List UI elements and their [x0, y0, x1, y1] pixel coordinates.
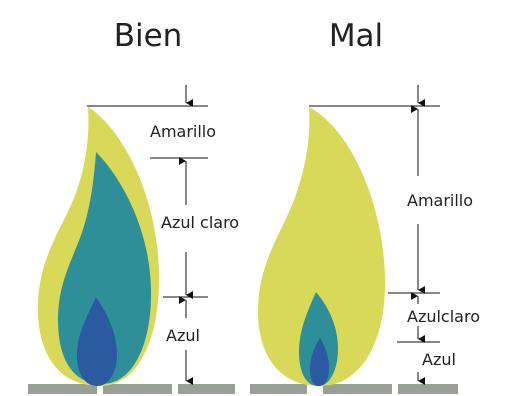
bad-dimensions [309, 85, 440, 385]
good-yellow-label: Amarillo [150, 122, 216, 141]
burner-segment [398, 384, 458, 394]
burner-base [28, 384, 458, 394]
bad-yellow-label: Amarillo [407, 191, 473, 210]
bad-light-blue-label: Azulclaro [407, 307, 480, 326]
burner-segment [323, 384, 392, 394]
good-dimensions [87, 85, 208, 385]
burner-segment [250, 384, 307, 394]
burner-segment [178, 384, 235, 394]
bad-flame-yellow-layer [257, 107, 386, 386]
good-heading: Bien [114, 18, 183, 54]
bad-flame [257, 107, 386, 386]
bad-flame-blue-core [310, 338, 329, 386]
burner-segment [103, 384, 172, 394]
good-flame-light-blue-layer [58, 152, 152, 384]
burner-segment [28, 384, 97, 394]
good-flame [37, 107, 160, 386]
bad-blue-label: Azul [422, 350, 456, 369]
good-light-blue-label: Azul claro [161, 213, 239, 232]
good-flame-blue-core [77, 297, 117, 386]
bad-heading: Mal [329, 18, 383, 54]
good-blue-label: Azul [166, 326, 200, 345]
